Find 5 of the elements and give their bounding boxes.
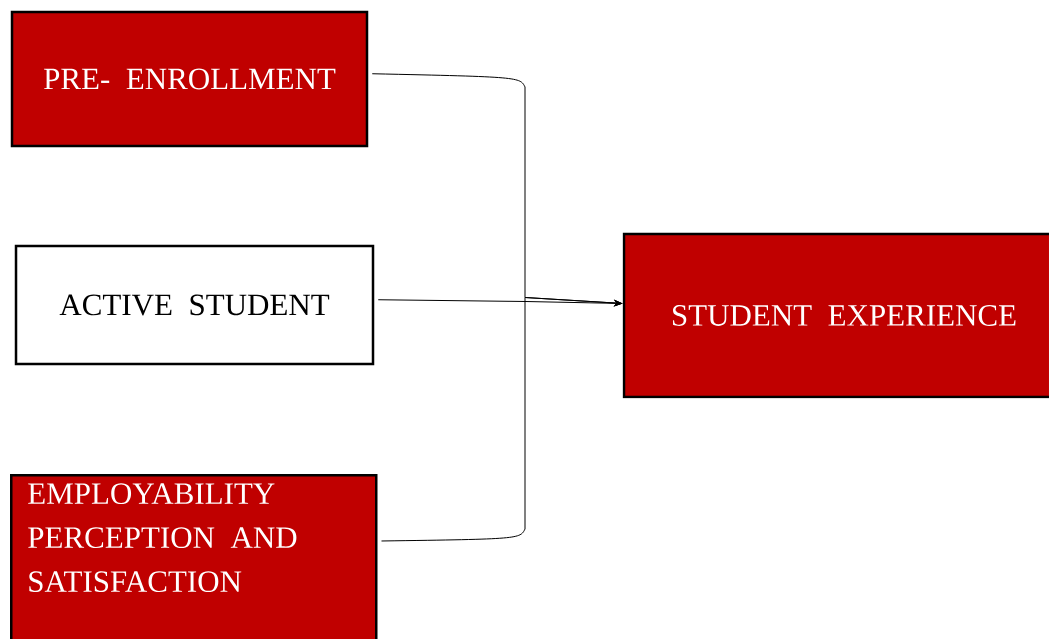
arrow <box>381 297 622 542</box>
process-box: ACTIVE STUDENT <box>14 244 375 366</box>
process-box: EMPLOYABILITY PERCEPTION AND SATISFACTION <box>10 474 378 639</box>
process-box: STUDENT EXPERIENCE <box>622 232 1049 399</box>
process-box: PRE- ENROLLMENT <box>10 10 369 148</box>
